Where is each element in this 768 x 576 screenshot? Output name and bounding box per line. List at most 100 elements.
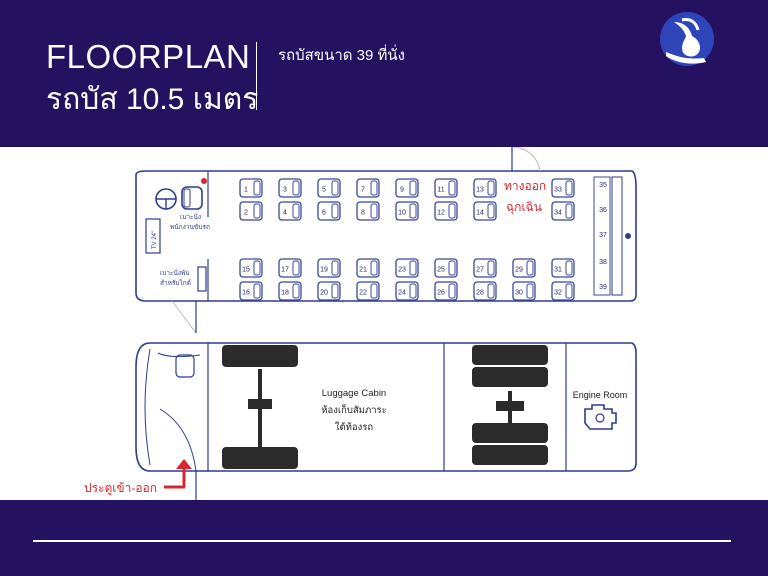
seat-number: 13 — [476, 187, 484, 194]
seat-38: 38 — [599, 259, 607, 266]
seat-number: 2 — [244, 210, 248, 217]
seat-number: 9 — [400, 187, 404, 194]
seat-4: 4 — [278, 201, 302, 221]
seat-14: 14 — [473, 201, 497, 221]
seat-number: 25 — [437, 267, 445, 274]
seat-37: 37 — [599, 232, 607, 239]
seat-number: 28 — [476, 290, 484, 297]
seat-number: 11 — [437, 187, 444, 194]
seat-number: 15 — [242, 267, 250, 274]
seat-26: 26 — [434, 281, 458, 301]
luggage-cabin-label-en: Luggage Cabin — [322, 388, 386, 399]
seat-36: 36 — [599, 207, 607, 214]
seat-number: 16 — [242, 290, 250, 297]
seat-9: 9 — [395, 178, 419, 198]
seat-number: 26 — [437, 290, 445, 297]
seat-number: 5 — [322, 187, 326, 194]
seat-3: 3 — [278, 178, 302, 198]
guide-seat-label-2: สำหรับไกด์ — [160, 279, 191, 287]
seat-11: 11 — [434, 178, 458, 198]
seat-number: 31 — [554, 267, 562, 274]
seat-39: 39 — [599, 284, 607, 291]
seat-12: 12 — [434, 201, 458, 221]
seat-29: 29 — [512, 258, 536, 278]
tire-rear-bottom-2 — [472, 445, 548, 465]
tire-rear-bottom-1 — [472, 423, 548, 443]
seat-16: 16 — [239, 281, 263, 301]
rear-bench — [593, 176, 611, 296]
luggage-cabin-label-th-2: ใต้ท้องรถ — [335, 421, 374, 433]
tv-icon — [145, 218, 161, 254]
seat-number: 32 — [554, 290, 562, 297]
page-title: FLOORPLAN — [46, 38, 251, 75]
seat-31: 31 — [551, 258, 575, 278]
seat-number: 34 — [554, 210, 562, 217]
emergency-exit-label-2: ฉุกเฉิน — [506, 200, 542, 215]
seat-35: 35 — [599, 182, 607, 189]
seat-number: 14 — [476, 210, 484, 217]
seat-number: 33 — [554, 187, 562, 194]
tire-rear-top-1 — [472, 345, 548, 365]
seat-number: 27 — [476, 267, 484, 274]
tire-front-top — [222, 345, 298, 367]
seat-capacity-label: รถบัสขนาด 39 ที่นั่ง — [278, 47, 405, 64]
header-divider — [256, 42, 257, 110]
seat-23: 23 — [395, 258, 419, 278]
seat-number: 3 — [283, 187, 287, 194]
upper-deck: เบาะนั่ง พนักงานขับรถ TV 24" เบาะนั่งพับ… — [135, 147, 637, 334]
seat-number: 19 — [320, 267, 328, 274]
page-subtitle-bus-size: รถบัส 10.5 เมตร — [46, 83, 259, 116]
seat-number: 30 — [515, 290, 523, 297]
luggage-cabin-label-th-1: ห้องเก็บสัมภาระ — [321, 403, 387, 416]
seat-20: 20 — [317, 281, 341, 301]
ibex-head-icon — [660, 12, 714, 66]
seat-number: 29 — [515, 267, 523, 274]
seat-number: 20 — [320, 290, 328, 297]
guide-seat-label-1: เบาะนั่งพับ — [160, 268, 190, 277]
seat-22: 22 — [356, 281, 380, 301]
seat-number: 24 — [398, 290, 406, 297]
seat-17: 17 — [278, 258, 302, 278]
floorplan-diagram: เบาะนั่ง พนักงานขับรถ TV 24" เบาะนั่งพับ… — [84, 147, 637, 500]
engine-room-label: Engine Room — [573, 390, 628, 400]
seat-2: 2 — [239, 201, 263, 221]
tire-rear-top-2 — [472, 367, 548, 387]
seat-7: 7 — [356, 178, 380, 198]
seat-number: 12 — [437, 210, 445, 217]
footer-banner — [0, 500, 768, 576]
seat-number: 21 — [359, 267, 367, 274]
lower-deck: Luggage Cabin ห้องเก็บสัมภาระ ใต้ท้องรถ … — [84, 342, 637, 500]
tv-label: TV 24" — [152, 231, 158, 249]
seat-number: 22 — [359, 290, 367, 297]
seat-32: 32 — [551, 281, 575, 301]
seat-number: 4 — [283, 210, 287, 217]
seat-number: 18 — [281, 290, 289, 297]
seat-number: 8 — [361, 210, 365, 217]
tire-front-bottom — [222, 447, 298, 469]
seat-18: 18 — [278, 281, 302, 301]
emergency-exit-label-1: ทางออก — [504, 179, 546, 193]
seat-1: 1 — [239, 178, 263, 198]
seat-5: 5 — [317, 178, 341, 198]
seat-8: 8 — [356, 201, 380, 221]
seat-13: 13 — [473, 178, 497, 198]
seat-27: 27 — [473, 258, 497, 278]
guide-seat-icon — [197, 266, 207, 292]
seat-number: 10 — [398, 210, 406, 217]
driver-seat-label-1: เบาะนั่ง — [180, 212, 201, 221]
seat-number: 23 — [398, 267, 406, 274]
seat-number: 7 — [361, 187, 365, 194]
seat-28: 28 — [473, 281, 497, 301]
seat-24: 24 — [395, 281, 419, 301]
seat-10: 10 — [395, 201, 419, 221]
seat-34: 34 — [551, 201, 575, 221]
driver-seat-icon — [181, 186, 203, 210]
seat-25: 25 — [434, 258, 458, 278]
seat-6: 6 — [317, 201, 341, 221]
seat-19: 19 — [317, 258, 341, 278]
seat-33: 33 — [551, 178, 575, 198]
seat-21: 21 — [356, 258, 380, 278]
seat-15: 15 — [239, 258, 263, 278]
seat-number: 1 — [244, 187, 248, 194]
